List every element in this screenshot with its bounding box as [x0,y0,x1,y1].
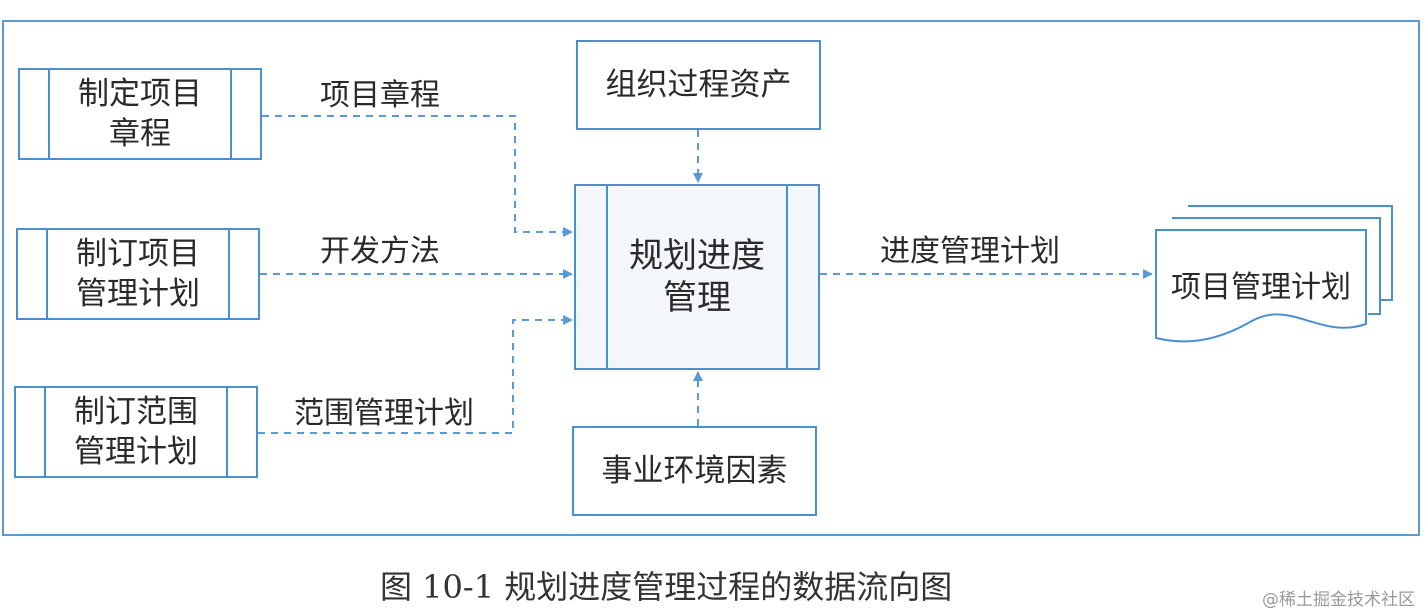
process-charter-line2: 章程 [109,116,171,152]
edge-label-schedule-plan: 进度管理计划 [880,234,1060,269]
edge-label-dev-method: 开发方法 [320,234,440,269]
edge-label-scope-plan: 范围管理计划 [294,396,474,431]
central-process-line2: 管理 [663,278,731,318]
env-factors-box: 事业环境因素 [572,426,817,516]
org-assets-box: 组织过程资产 [576,40,821,130]
process-pm-plan-line2: 管理计划 [76,276,200,312]
diagram-frame [2,20,1420,536]
figure-caption: 图 10-1 规划进度管理过程的数据流向图 [380,568,953,606]
edge-label-charter: 项目章程 [320,78,440,113]
org-assets-label: 组织过程资产 [605,67,792,103]
process-scope-plan: 制订范围 管理计划 [14,386,258,478]
document-stack-shape [1155,205,1393,343]
process-charter: 制定项目 章程 [18,68,262,160]
env-factors-label: 事业环境因素 [601,453,788,489]
process-pm-plan: 制订项目 管理计划 [16,228,260,320]
process-scope-plan-line2: 管理计划 [74,434,198,470]
process-charter-line1: 制定项目 [78,76,202,112]
central-process: 规划进度 管理 [574,184,820,370]
process-pm-plan-line1: 制订项目 [76,236,200,272]
watermark: @稀土掘金技术社区 [1262,590,1415,610]
output-document-label: 项目管理计划 [1171,270,1351,305]
edge-charter [262,115,573,237]
central-process-line1: 规划进度 [629,236,765,276]
process-scope-plan-line1: 制订范围 [74,394,198,430]
